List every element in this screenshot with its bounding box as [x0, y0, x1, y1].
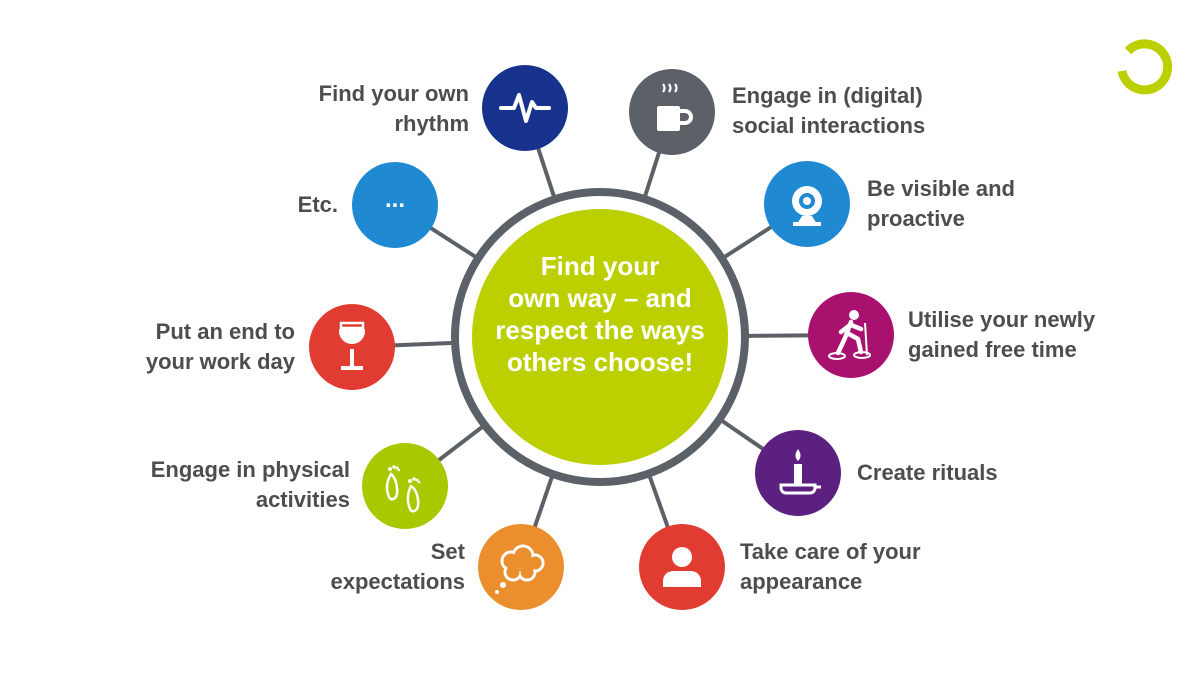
label-line: Put an end to	[155, 319, 295, 344]
ring-logo-icon	[1117, 39, 1173, 95]
label-expectations: Set expectations	[331, 537, 466, 597]
coffee-mug-icon	[657, 83, 693, 131]
center-title: Find your own way – and respect the ways…	[470, 250, 730, 378]
label-social: Engage in (digital) social interactions	[732, 81, 925, 141]
wine-glass-icon	[339, 321, 365, 370]
label-line: Find your own	[318, 81, 469, 106]
webcam-icon	[792, 186, 822, 226]
label-rhythm: Find your own rhythm	[319, 79, 469, 139]
label-visible: Be visible and proactive	[867, 174, 1015, 234]
label-line: rhythm	[394, 111, 469, 136]
label-line: Etc.	[297, 192, 338, 217]
center-title-line: respect the ways	[495, 315, 705, 345]
node-physical	[362, 443, 448, 529]
heartbeat-icon	[499, 93, 551, 123]
candle-icon	[779, 449, 821, 495]
ellipsis-glyph: ...	[385, 186, 405, 213]
label-line: Take care of your	[740, 539, 921, 564]
label-line: your work day	[145, 349, 295, 374]
label-line: Be visible and	[867, 176, 1015, 201]
person-icon	[663, 547, 701, 587]
node-etc	[352, 162, 438, 248]
center-title-line: others choose!	[506, 347, 694, 377]
label-line: expectations	[330, 569, 466, 594]
label-line: proactive	[867, 206, 965, 231]
label-appearance: Take care of your appearance	[740, 537, 921, 597]
label-freetime: Utilise your newly gained free time	[908, 305, 1095, 365]
label-line: Set	[430, 539, 465, 564]
node-rhythm	[482, 65, 568, 151]
label-rituals: Create rituals	[857, 458, 998, 488]
label-line: Engage in (digital)	[732, 83, 923, 108]
footprints-icon	[385, 465, 421, 513]
ellipsis-icon: ...	[385, 186, 405, 213]
item-circles: ...	[309, 65, 894, 610]
label-line: Engage in physical	[150, 457, 350, 482]
label-line: social interactions	[732, 113, 926, 138]
thought-cloud-icon	[495, 544, 545, 594]
label-line: Utilise your newly	[908, 307, 1096, 332]
label-line: activities	[255, 487, 350, 512]
center-title-line: Find your	[540, 251, 660, 281]
center-title-line: own way – and	[508, 283, 692, 313]
label-physical: Engage in physical activities	[151, 455, 350, 515]
label-etc: Etc.	[298, 190, 338, 220]
label-line: Create rituals	[857, 460, 998, 485]
label-line: gained free time	[908, 337, 1077, 362]
snowshoe-hiker-icon	[828, 310, 871, 360]
node-endday	[309, 304, 395, 390]
label-endday: Put an end to your work day	[146, 317, 295, 377]
label-line: appearance	[740, 569, 863, 594]
center-circle	[472, 209, 728, 465]
